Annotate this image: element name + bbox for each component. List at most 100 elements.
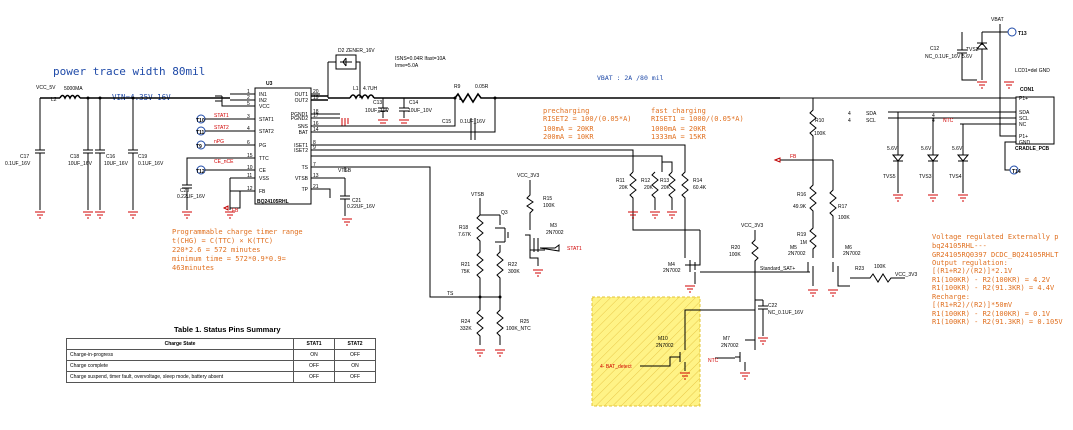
svg-text:[(R1+R2)/(R2)]*50mV: [(R1+R2)/(R2)]*50mV	[932, 301, 1013, 309]
r9-value: 0.05R	[475, 84, 489, 90]
header-charge-state: Charge State	[66, 338, 294, 350]
r23-value: 100K	[874, 264, 886, 270]
l1-value: 4.7UH	[363, 86, 378, 92]
ic-pin-number: 3	[247, 114, 250, 120]
ic-pin-number: 19	[313, 95, 319, 101]
net-fb-right: FB	[790, 154, 797, 160]
ic-pin-number: 13	[313, 173, 319, 179]
r14-value: 60.4K	[693, 185, 707, 191]
c19-label: C19	[138, 154, 147, 160]
ic-pin-name-bat: BAT	[299, 130, 308, 136]
c18-label: C18	[70, 154, 79, 160]
svg-text:RISET1 = 1000/(0.05*A): RISET1 = 1000/(0.05*A)	[651, 115, 744, 123]
ic-pin-name-in1: IN1	[259, 92, 267, 98]
l2-value: 5000MA	[64, 86, 83, 92]
d2-value: ZENER_16V	[346, 48, 375, 54]
ic-pin-number: 9	[313, 145, 316, 151]
row-stat2: OFF	[334, 371, 376, 383]
r12-label: R12	[641, 178, 650, 184]
m3-value: 2N7002	[546, 230, 564, 236]
net-sda: SDA	[866, 111, 877, 117]
svg-text:GR24105RQ0397 DCDC_BQ24105RHLT: GR24105RQ0397 DCDC_BQ24105RHLT	[932, 251, 1059, 259]
ic-pin-name-stat1: STAT1	[259, 117, 274, 123]
row-stat1: OFF	[293, 360, 335, 372]
ic-pin-name-ttc: TTC	[259, 156, 269, 162]
ic-pin-number: 10	[247, 165, 253, 171]
vbat-note: VBAT : 2A /80 mil	[597, 74, 664, 82]
net-ntc: NTC	[708, 358, 719, 364]
row-stat1: OFF	[293, 371, 335, 383]
r9-label: R9	[454, 84, 461, 90]
r13-value: 20K	[661, 185, 671, 191]
table-caption: Table 1. Status Pins Summary	[174, 325, 281, 334]
fastcharge-note: fast charging RISET1 = 1000/(0.05*A) 100…	[651, 107, 744, 141]
m3-label: M3	[550, 223, 557, 229]
ic-pin-name-tp: TP	[302, 187, 309, 193]
ic-pin-number: 5	[247, 101, 250, 107]
net-ts: TS	[447, 291, 454, 297]
header-stat1: STAT1	[293, 338, 335, 350]
input-caps	[35, 96, 138, 210]
r21-label: R21	[461, 262, 470, 268]
svg-text:Programmable charge timer rang: Programmable charge timer range	[172, 228, 303, 236]
ic-pin-number: 16	[313, 121, 319, 127]
c17-value: 0.1UF_16V	[5, 161, 31, 167]
m6-label: M6	[845, 245, 852, 251]
net-stat1-left: STAT1	[214, 113, 229, 119]
r16-value: 49.9K	[793, 204, 807, 210]
svg-text:minimum time = 572*0.9*0.9=: minimum time = 572*0.9*0.9=	[172, 255, 286, 263]
r22-value: 300K	[508, 269, 520, 275]
ic-pin-name-vss: VSS	[259, 176, 270, 182]
svg-text:bq24105RHL---: bq24105RHL---	[932, 242, 987, 250]
ic-pin-number: 11	[247, 173, 252, 179]
svg-text:R1(100KR) - R2(91.3KR) = 0.105: R1(100KR) - R2(91.3KR) = 0.105V	[932, 318, 1063, 326]
vcc3v3-c: VCC_3V3	[895, 272, 917, 278]
svg-text:1333mA = 15KR: 1333mA = 15KR	[651, 133, 707, 141]
svg-text:fast charging: fast charging	[651, 107, 706, 115]
ic-pin-name-iset2: ISET2	[294, 148, 308, 154]
q3-label: Q3	[501, 210, 508, 216]
svg-text:R1(100KR) - R2(100KR) = 4.2V: R1(100KR) - R2(100KR) = 4.2V	[932, 276, 1051, 284]
svg-text:200mA = 10KR: 200mA = 10KR	[543, 133, 594, 141]
current-note-1: ISNS=0.04R Ifast=10A	[395, 56, 446, 62]
c15-label: C15	[442, 119, 451, 125]
svg-text:R1(100KR) - R2(91.3KR) = 4.4V: R1(100KR) - R2(91.3KR) = 4.4V	[932, 284, 1055, 292]
vtsb-top: VTSB	[338, 168, 352, 174]
tp-t9: T9	[196, 144, 202, 150]
c17-label: C17	[20, 154, 29, 160]
svg-text:precharging: precharging	[543, 107, 589, 115]
ic-pin-number: 18	[313, 109, 319, 115]
c15-value: 0.1UF_16V	[460, 119, 486, 125]
ic-pin-name-in2: IN2	[259, 98, 267, 104]
r19-label: R19	[797, 232, 806, 238]
r23-label: R23	[855, 266, 864, 272]
con1-pin-2: SCL	[1019, 116, 1029, 122]
r10-label: R10	[815, 118, 824, 124]
c13-label: C13	[373, 100, 382, 106]
con1-pin-3: NC	[1019, 122, 1027, 128]
con1-pin-4: P1+	[1019, 134, 1028, 140]
tvs4-label: TVS4	[949, 174, 962, 180]
table-row: Charge-in-progress ON OFF	[66, 349, 376, 361]
con1-connector	[1015, 96, 1055, 145]
left-nets	[196, 114, 230, 175]
ic-pin-number: 4	[247, 126, 250, 132]
vcc3v3-a: VCC_3V3	[517, 173, 539, 179]
tvs5-value: 5.6V	[887, 146, 898, 152]
r14-label: R14	[693, 178, 702, 184]
c20-value: 0.22UF_16V	[177, 194, 206, 200]
c14-value: 10UF_10V	[408, 108, 433, 114]
row-state: Charge complete	[66, 360, 294, 372]
ic-pin-name-pgnd1: PGND1	[291, 112, 308, 118]
m10-label: M10	[658, 336, 668, 342]
u3-ref: U3	[266, 81, 273, 87]
ic-pin-name-iset1: ISET1	[294, 143, 308, 149]
r13-label: R13	[660, 178, 669, 184]
m5-value: 2N7002	[788, 251, 806, 257]
ic-pin-number: 21	[313, 184, 319, 190]
table-row: Charge complete OFF ON	[66, 360, 376, 372]
svg-text:RISET2 = 100/(0.05*A): RISET2 = 100/(0.05*A)	[543, 115, 632, 123]
con1-pin-5: GND	[1019, 140, 1031, 146]
tp-t12: T12	[196, 169, 205, 175]
